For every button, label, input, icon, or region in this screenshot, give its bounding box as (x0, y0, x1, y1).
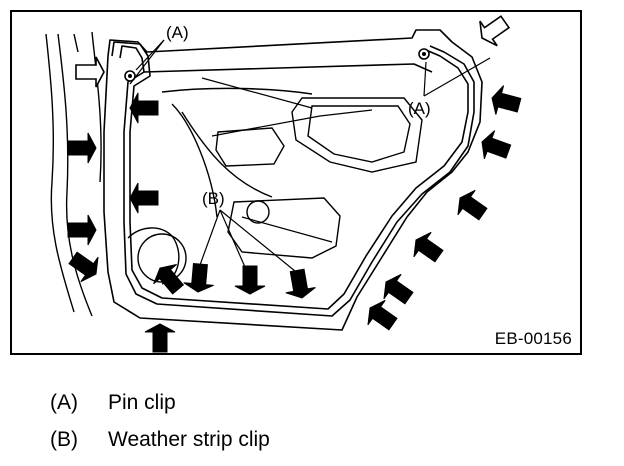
legend-item-weather-strip-clip: (B) Weather strip clip (50, 421, 270, 458)
arrow-icon (472, 12, 515, 52)
arrow-icon (487, 83, 524, 121)
arrow-icon (67, 214, 97, 246)
legend-key: (A) (50, 391, 78, 414)
arrow-icon (450, 185, 493, 227)
arrow-icon (75, 56, 105, 88)
body-pillar (45, 31, 102, 317)
arrow-icon (182, 262, 216, 294)
arrow-icon (144, 323, 176, 353)
leader-lines (129, 39, 491, 281)
panel-openings (127, 97, 423, 285)
arrow-icon (129, 182, 159, 214)
arrow-icon (148, 257, 190, 300)
pin-clip-icon (124, 48, 430, 82)
diagram-figure: (A) (A) (B) EB-00156 (10, 10, 582, 355)
legend-text: Weather strip clip (108, 428, 270, 451)
arrow-icon (476, 127, 514, 167)
figure-id: EB-00156 (494, 329, 572, 348)
hollow-arrows (75, 12, 515, 88)
legend-text: Pin clip (108, 391, 176, 414)
arrow-icon (129, 92, 159, 124)
legend: (A) Pin clip (B) Weather strip clip (50, 384, 270, 458)
door-weatherstrip-diagram: (A) (A) (B) (45, 12, 524, 353)
callout-a-top: (A) (166, 23, 189, 42)
arrow-icon (234, 265, 266, 295)
legend-key: (B) (50, 428, 78, 451)
callout-a-right: (A) (408, 99, 431, 118)
arrow-icon (63, 245, 106, 287)
arrow-icon (67, 132, 97, 164)
legend-item-pin-clip: (A) Pin clip (50, 384, 270, 421)
arrow-icon (360, 295, 403, 337)
arrow-icon (281, 267, 318, 302)
callout-b: (B) (202, 189, 225, 208)
arrow-icon (376, 269, 419, 311)
arrow-icon (406, 227, 449, 269)
door-cables (201, 77, 373, 243)
